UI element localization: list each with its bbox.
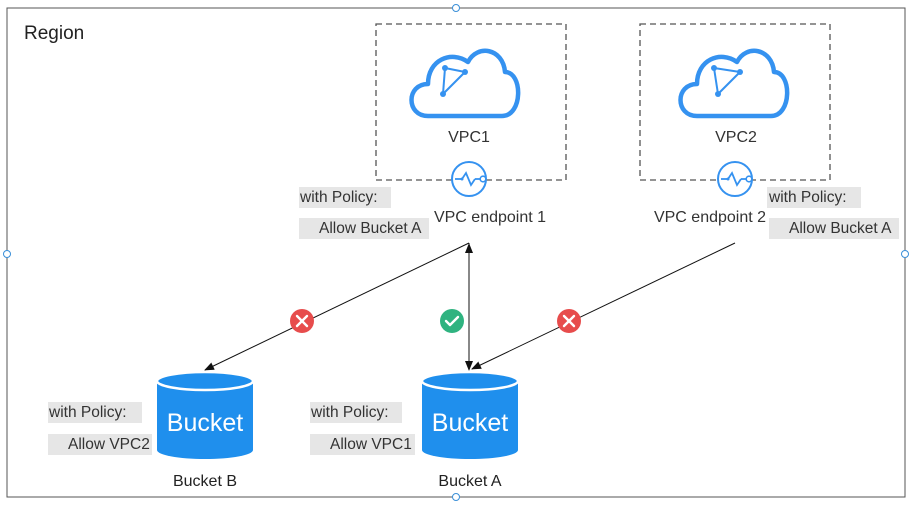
vpc2-label: VPC2 — [715, 129, 757, 146]
endpoint1-policy-rule: Allow Bucket A — [299, 218, 429, 239]
bucket-a-policy-rule: Allow VPC1 — [310, 434, 415, 455]
denied-icon — [290, 309, 314, 333]
vpc-endpoint-1-icon — [451, 161, 487, 197]
vpc-endpoint-2-icon — [717, 161, 753, 197]
bucket-a-name: Bucket A — [438, 473, 502, 490]
bucket-b-policy-heading: with Policy: — [48, 402, 142, 423]
bucket-b-cylinder-icon — [155, 370, 255, 459]
region-title: Region — [24, 23, 85, 44]
selection-handle-left[interactable] — [3, 250, 11, 258]
bucket-b-icon-text: Bucket — [166, 409, 244, 437]
bucket-b-name: Bucket B — [172, 473, 238, 490]
bucket-a-cylinder-icon — [420, 370, 520, 459]
bucket-a-policy-heading: with Policy: — [310, 402, 402, 423]
denied-icon — [557, 309, 581, 333]
endpoint2-policy-rule: Allow Bucket A — [769, 218, 899, 239]
selection-handle-bottom[interactable] — [452, 493, 460, 501]
connection-endpoint2-to-bucket-a — [471, 242, 736, 370]
connection-endpoint1-to-bucket-b — [204, 242, 470, 371]
selection-handle-right[interactable] — [901, 250, 909, 258]
selection-handle-top[interactable] — [452, 4, 460, 12]
vpc-endpoint-2-label: VPC endpoint 2 — [653, 209, 767, 226]
vpc1-cloud-icon — [409, 48, 521, 119]
vpc2-cloud-icon — [678, 48, 790, 119]
bucket-a-icon-text: Bucket — [431, 409, 509, 437]
bucket-b-policy-rule: Allow VPC2 — [48, 434, 152, 455]
endpoint1-policy-heading: with Policy: — [299, 187, 391, 208]
vpc1-label: VPC1 — [448, 129, 490, 146]
allowed-check-icon — [440, 309, 464, 333]
vpc1-boundary — [375, 23, 567, 181]
vpc2-boundary — [639, 23, 831, 181]
endpoint2-policy-heading: with Policy: — [767, 187, 861, 208]
vpc-endpoint-1-label: VPC endpoint 1 — [433, 209, 547, 226]
